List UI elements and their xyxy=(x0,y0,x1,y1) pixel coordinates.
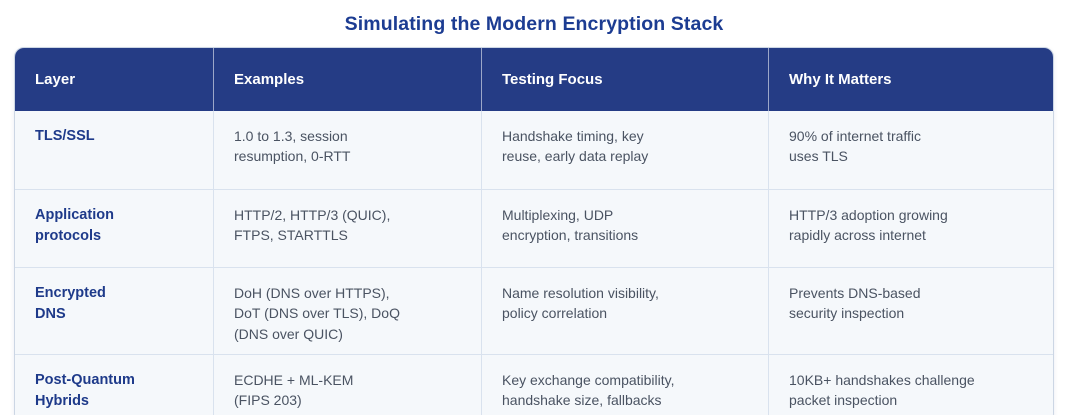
page-title: Simulating the Modern Encryption Stack xyxy=(344,13,724,35)
cell-layer: Encrypted DNS xyxy=(35,285,106,323)
cell-testing-focus: Key exchange compatibility, handshake si… xyxy=(481,354,768,415)
table-row-post-quantum-hybrids: Post-Quantum Hybrids ECDHE + ML-KEM (FIP… xyxy=(15,353,1053,415)
cell-why-it-matters: Prevents DNS-based security inspection xyxy=(768,268,1053,354)
cell-why-it-matters: 10KB+ handshakes challenge packet inspec… xyxy=(768,354,1053,415)
header-cell-why-it-matters: Why It Matters xyxy=(768,48,1053,111)
cell-examples: ECDHE + ML-KEM (FIPS 203) xyxy=(213,354,481,415)
table-row-tls-ssl: TLS/SSL 1.0 to 1.3, session resumption, … xyxy=(15,111,1053,189)
cell-layer: Post-Quantum Hybrids xyxy=(35,371,135,409)
encryption-stack-table: Layer Examples Testing Focus Why It Matt… xyxy=(14,47,1054,415)
cell-examples: DoH (DNS over HTTPS), DoT (DNS over TLS)… xyxy=(213,268,481,354)
table-row-encrypted-dns: Encrypted DNS DoH (DNS over HTTPS), DoT … xyxy=(15,267,1053,354)
header-cell-layer: Layer xyxy=(35,71,76,88)
cell-testing-focus: Multiplexing, UDP encryption, transition… xyxy=(481,190,768,267)
header-cell-examples: Examples xyxy=(213,48,481,111)
cell-layer: TLS/SSL xyxy=(35,128,95,144)
cell-examples: 1.0 to 1.3, session resumption, 0-RTT xyxy=(213,111,481,189)
cell-layer: Application protocols xyxy=(35,207,114,245)
cell-testing-focus: Name resolution visibility, policy corre… xyxy=(481,268,768,354)
cell-why-it-matters: HTTP/3 adoption growing rapidly across i… xyxy=(768,190,1053,267)
cell-why-it-matters: 90% of internet traffic uses TLS xyxy=(768,111,1053,189)
cell-testing-focus: Handshake timing, key reuse, early data … xyxy=(481,111,768,189)
cell-examples: HTTP/2, HTTP/3 (QUIC), FTPS, STARTTLS xyxy=(213,190,481,267)
table-header-row: Layer Examples Testing Focus Why It Matt… xyxy=(15,48,1053,111)
header-cell-testing-focus: Testing Focus xyxy=(481,48,768,111)
table-row-application-protocols: Application protocols HTTP/2, HTTP/3 (QU… xyxy=(15,189,1053,267)
